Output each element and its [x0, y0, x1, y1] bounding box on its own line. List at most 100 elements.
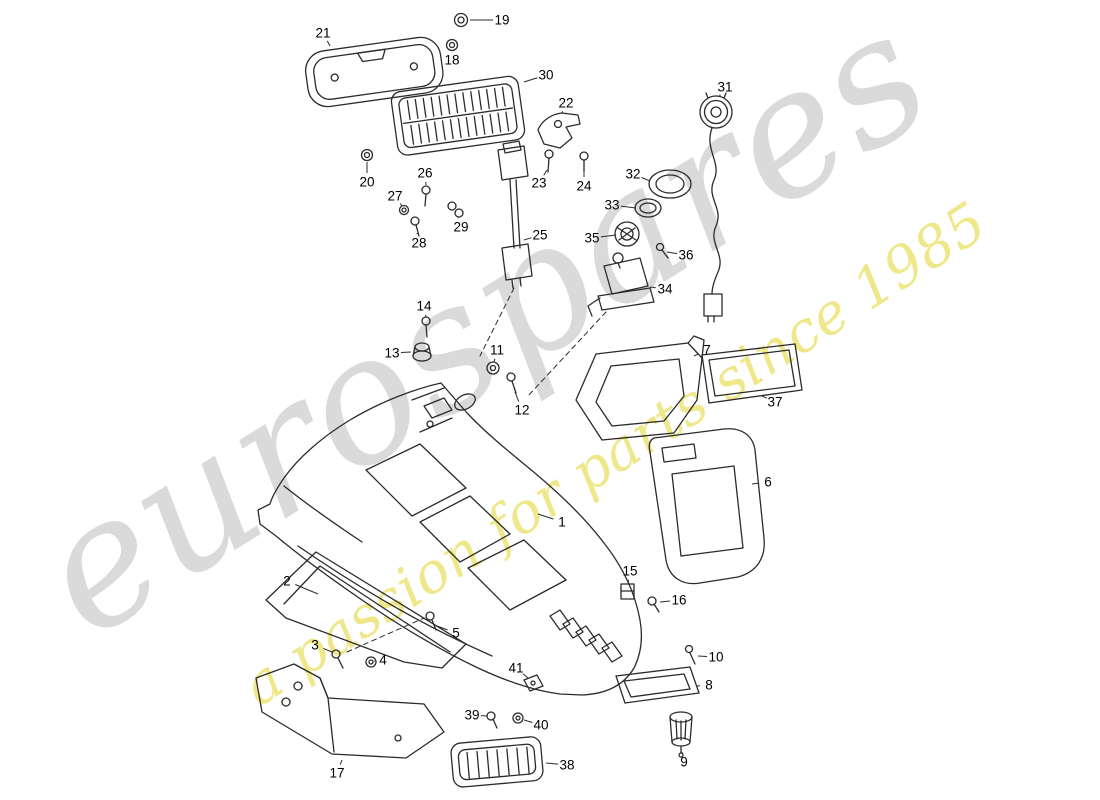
part-number-24: 24 — [576, 178, 592, 194]
part-number-38: 38 — [559, 757, 575, 773]
leader-line-13 — [400, 351, 412, 354]
part-22-bracket-art — [537, 112, 581, 149]
part-40-washer-art — [512, 712, 524, 724]
part-10-screw-art — [684, 644, 696, 665]
part-number-15: 15 — [622, 563, 638, 579]
part-number-2: 2 — [283, 573, 291, 589]
leader-lines-layer — [295, 19, 768, 765]
part-25-switch-art — [479, 140, 533, 357]
part-24-screw-art — [579, 151, 589, 173]
part-31-lighter-socket-art — [699, 92, 733, 323]
part-18-nut-art — [445, 38, 459, 52]
part-number-10: 10 — [708, 649, 724, 665]
part-7-console-frame-art — [575, 335, 705, 441]
leader-line-34 — [649, 286, 657, 289]
leader-line-41 — [522, 673, 529, 679]
line-art-layer — [255, 12, 803, 788]
part-2-side-panel-art — [265, 551, 467, 669]
part-number-41: 41 — [508, 660, 524, 676]
part-20-nut-art — [360, 148, 374, 162]
leader-line-11 — [493, 358, 496, 363]
part-29-nuts-art — [447, 201, 464, 218]
leader-line-1 — [537, 513, 554, 520]
watermark-layer: eurospares a passion for parts since 198… — [3, 0, 998, 719]
leader-line-15 — [627, 579, 630, 584]
part-15-clip-art — [620, 583, 635, 600]
part-number-26: 26 — [417, 165, 433, 181]
leader-line-38 — [545, 762, 559, 765]
part-number-36: 36 — [678, 247, 694, 263]
part-number-5: 5 — [452, 625, 460, 641]
part-number-13: 13 — [384, 345, 400, 361]
part-number-21: 21 — [315, 25, 331, 41]
part-number-12: 12 — [514, 402, 530, 418]
part-number-28: 28 — [411, 235, 427, 251]
part-38-lower-vent-art — [450, 736, 544, 788]
leader-line-12 — [514, 391, 520, 402]
part-number-33: 33 — [604, 197, 620, 213]
part-6-rear-console-art — [648, 428, 765, 585]
part-13-grommet-art — [412, 342, 432, 362]
part-37-trim-panel-art — [701, 343, 803, 404]
leader-line-22 — [561, 111, 564, 114]
part-number-22: 22 — [558, 95, 574, 111]
leader-line-17 — [339, 759, 343, 765]
leader-line-33 — [620, 205, 637, 209]
leader-line-2 — [295, 584, 319, 595]
part-number-23: 23 — [531, 175, 547, 191]
part-number-18: 18 — [444, 52, 460, 68]
part-number-9: 9 — [680, 754, 688, 770]
leader-line-36 — [666, 251, 678, 255]
part-number-19: 19 — [494, 12, 510, 28]
part-23-screw-art — [544, 149, 554, 173]
part-12-screw-art — [506, 372, 517, 394]
part-number-17: 17 — [329, 765, 345, 781]
leader-line-40 — [523, 719, 533, 723]
part-35-cap-art — [614, 221, 640, 247]
part-28-screw-art — [410, 216, 420, 237]
leader-line-21 — [326, 40, 331, 47]
leader-line-32 — [641, 176, 651, 182]
part-number-27: 27 — [387, 188, 403, 204]
part-number-1: 1 — [558, 514, 566, 530]
part-number-11: 11 — [489, 342, 505, 358]
part-number-14: 14 — [416, 298, 432, 314]
part-4-washer-art — [365, 656, 377, 668]
part-11-washer-art — [486, 361, 500, 375]
part-number-35: 35 — [584, 230, 600, 246]
part-number-30: 30 — [538, 67, 554, 83]
part-number-32: 32 — [625, 166, 641, 182]
leader-line-30 — [523, 77, 538, 83]
part-number-4: 4 — [379, 652, 387, 668]
part-number-16: 16 — [671, 592, 687, 608]
part-number-3: 3 — [311, 637, 319, 653]
leader-line-37 — [761, 395, 768, 399]
part-number-40: 40 — [533, 717, 549, 733]
part-number-25: 25 — [532, 227, 548, 243]
part-3-screw-art — [331, 617, 425, 669]
part-36-screw-art — [655, 242, 669, 259]
part-number-37: 37 — [767, 394, 783, 410]
leader-line-10 — [697, 655, 708, 658]
part-26-bolt-art — [421, 185, 431, 207]
leader-line-6 — [751, 482, 760, 485]
leader-line-35 — [600, 234, 617, 238]
leader-line-16 — [659, 600, 671, 603]
leader-line-25 — [523, 237, 532, 241]
part-number-8: 8 — [705, 677, 713, 693]
part-number-6: 6 — [764, 474, 772, 490]
leader-line-23 — [543, 169, 548, 176]
part-9-lighter-element-art — [669, 711, 693, 758]
part-number-20: 20 — [359, 174, 375, 190]
part-1-center-console-art — [257, 382, 642, 696]
part-41-clamp-art — [523, 674, 544, 692]
leader-line-7 — [693, 353, 700, 357]
part-34-switch-assembly-art — [527, 252, 655, 397]
part-27-washer-art — [398, 204, 410, 216]
leader-line-3 — [323, 647, 333, 653]
leader-line-27 — [399, 203, 403, 207]
part-number-39: 39 — [464, 707, 480, 723]
leader-line-5 — [436, 625, 448, 631]
